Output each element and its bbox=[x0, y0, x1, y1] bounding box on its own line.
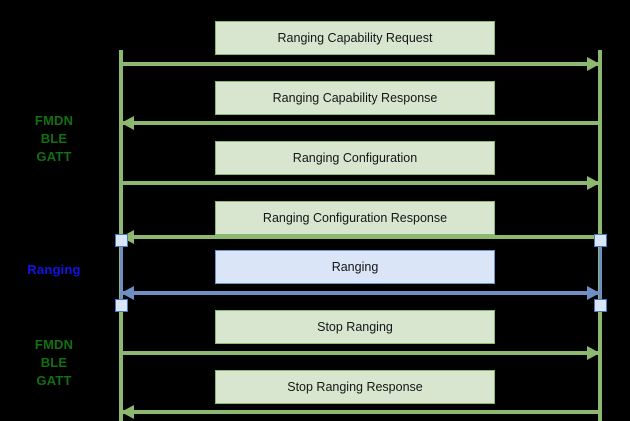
arrow-shaft bbox=[122, 291, 599, 295]
activation-node-left-end bbox=[115, 299, 128, 312]
phase-label-3: FMDN BLE GATT bbox=[34, 337, 74, 388]
arrow-head-left-icon bbox=[121, 286, 134, 300]
arrow-head-right-icon bbox=[587, 346, 600, 360]
message-box: Stop Ranging bbox=[215, 310, 495, 344]
arrow-head-left-icon bbox=[121, 116, 134, 130]
message-box: Stop Ranging Response bbox=[215, 370, 495, 404]
activation-node-right-end bbox=[594, 299, 607, 312]
message-box: Ranging Capability Response bbox=[215, 81, 495, 115]
activation-node-left-start bbox=[115, 234, 128, 247]
message-box: Ranging bbox=[215, 250, 495, 284]
arrow-head-right-icon bbox=[587, 57, 600, 71]
arrow-shaft bbox=[122, 410, 599, 414]
arrow-shaft bbox=[122, 121, 599, 125]
arrow-head-right-icon bbox=[587, 286, 600, 300]
arrow-head-left-icon bbox=[121, 405, 134, 419]
activation-line-right bbox=[598, 240, 602, 305]
message-box: Ranging Capability Request bbox=[215, 21, 495, 55]
phase-label-2: Ranging bbox=[27, 262, 81, 277]
arrow-shaft bbox=[122, 181, 599, 185]
activation-node-right-start bbox=[594, 234, 607, 247]
arrow-shaft bbox=[122, 235, 599, 239]
activation-line-left bbox=[119, 240, 123, 305]
arrow-head-right-icon bbox=[587, 176, 600, 190]
message-box: Ranging Configuration Response bbox=[215, 201, 495, 235]
message-box: Ranging Configuration bbox=[215, 141, 495, 175]
phase-label-1: FMDN BLE GATT bbox=[34, 113, 74, 164]
arrow-shaft bbox=[122, 351, 599, 355]
arrow-shaft bbox=[122, 62, 599, 66]
